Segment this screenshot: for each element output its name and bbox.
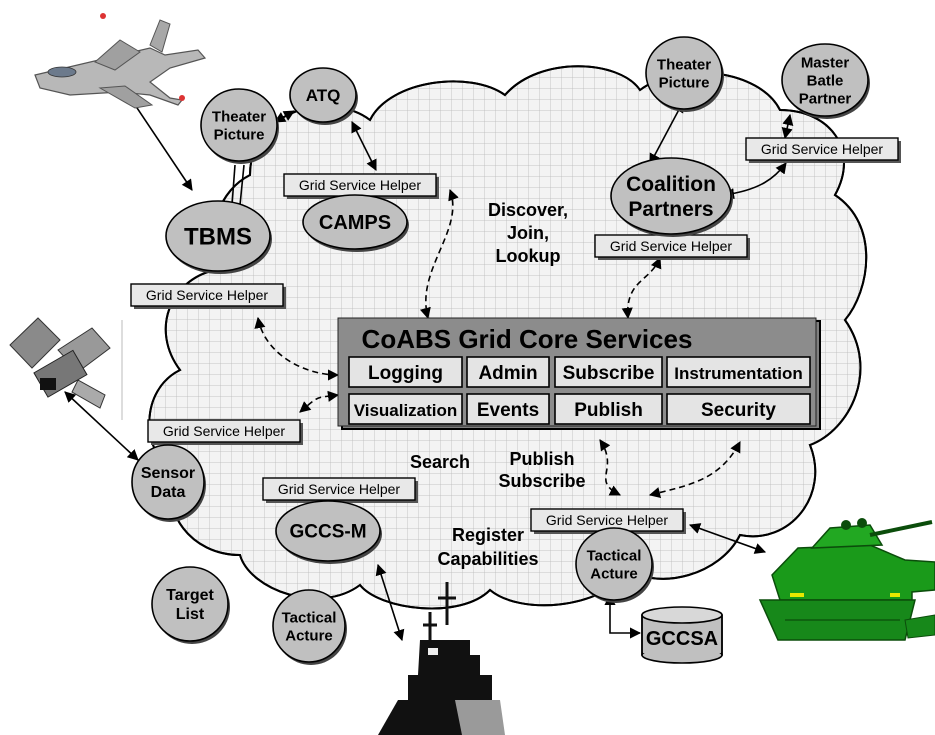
node-label: GCCS-M — [289, 522, 366, 543]
grid-service-helper-3: Grid Service Helper — [745, 137, 901, 163]
helper-label: Grid Service Helper — [546, 512, 668, 528]
core-service-events: Events — [466, 393, 550, 425]
core-services-grid: Logging Admin Subscribe InstrumentationVisu… — [348, 356, 811, 425]
helper-label: Grid Service Helper — [610, 238, 732, 254]
core-service-security: Security — [666, 393, 811, 425]
search-label: Search — [410, 452, 470, 472]
dashed-connectors — [254, 188, 741, 498]
helper-label: Grid Service Helper — [299, 177, 421, 193]
core-service-publish: Publish — [554, 393, 663, 425]
grid-service-helper-6: Grid Service Helper — [262, 477, 418, 503]
core-service-logging: Logging — [348, 356, 463, 388]
connector-tbms-core — [254, 316, 340, 381]
connector-camps-core — [419, 188, 459, 320]
node-atq: ATQ — [289, 67, 358, 125]
connector-atq-helper — [351, 120, 377, 172]
node-label: TBMS — [184, 223, 252, 250]
gccsa-database: GCCSA — [641, 606, 723, 664]
core-service-label: Instrumentation — [674, 364, 802, 383]
connector-helper-tank — [688, 523, 767, 554]
core-service-label: Publish — [574, 400, 643, 421]
grid-service-helper-4: Grid Service Helper — [130, 283, 286, 309]
connector-master-helper — [781, 113, 794, 140]
core-service-label: Security — [701, 400, 776, 421]
grid-service-helper-5: Grid Service Helper — [147, 419, 303, 445]
core-service-label: Logging — [368, 363, 443, 384]
node-tbms: TBMS — [165, 200, 272, 274]
connector-sensor-core — [299, 390, 340, 413]
connector-coalition-helper — [722, 162, 787, 200]
helper-label: Grid Service Helper — [163, 423, 285, 439]
node-label: ATQ — [306, 86, 341, 105]
core-services-title: CoABS Grid Core Services — [362, 324, 693, 354]
node-label: CAMPS — [319, 212, 391, 234]
warship-icon — [378, 582, 505, 735]
helper-label: Grid Service Helper — [278, 481, 400, 497]
tank-icon — [758, 518, 935, 641]
connector-theater-atq — [274, 110, 295, 123]
helper-label: Grid Service Helper — [761, 141, 883, 157]
core-service-label: Visualization — [354, 401, 458, 420]
connector-coalition-core — [621, 256, 662, 320]
connector-tactical-gccsa — [604, 593, 642, 639]
connector-theater-coalition — [649, 101, 684, 165]
connector-core-helper — [599, 439, 622, 496]
connector-theater-tbms — [231, 164, 236, 206]
core-service-subscribe: Subscribe — [554, 356, 663, 388]
grid-service-helper-7: Grid Service Helper — [530, 508, 686, 534]
core-service-admin: Admin — [466, 356, 550, 388]
node-camps: CAMPS — [302, 194, 409, 252]
connector-helper-right — [648, 441, 741, 498]
fighter-jet-icon — [34, 13, 207, 109]
core-service-label: Subscribe — [563, 363, 655, 384]
connector-theater-tbms-2 — [239, 164, 245, 206]
connector-gccsm-ship — [375, 563, 405, 642]
discover-label: Discover,Join,Lookup — [488, 200, 568, 266]
core-service-instrumentation: Instrumentation — [666, 356, 811, 388]
core-services-box: CoABS Grid Core Services Logging Admin Sub… — [337, 317, 821, 430]
grid-service-helper-2: Grid Service Helper — [594, 234, 750, 260]
gccsa-label: GCCSA — [646, 628, 718, 650]
core-service-visualization: Visualization — [348, 393, 463, 425]
satellite-icon — [9, 317, 123, 420]
connector-satellite-sensor — [64, 391, 139, 461]
grid-service-helper-1: Grid Service Helper — [283, 173, 439, 199]
core-service-label: Admin — [478, 363, 537, 384]
node-gccs-m: GCCS-M — [275, 500, 382, 564]
helper-label: Grid Service Helper — [146, 287, 268, 303]
core-service-label: Events — [477, 400, 539, 421]
